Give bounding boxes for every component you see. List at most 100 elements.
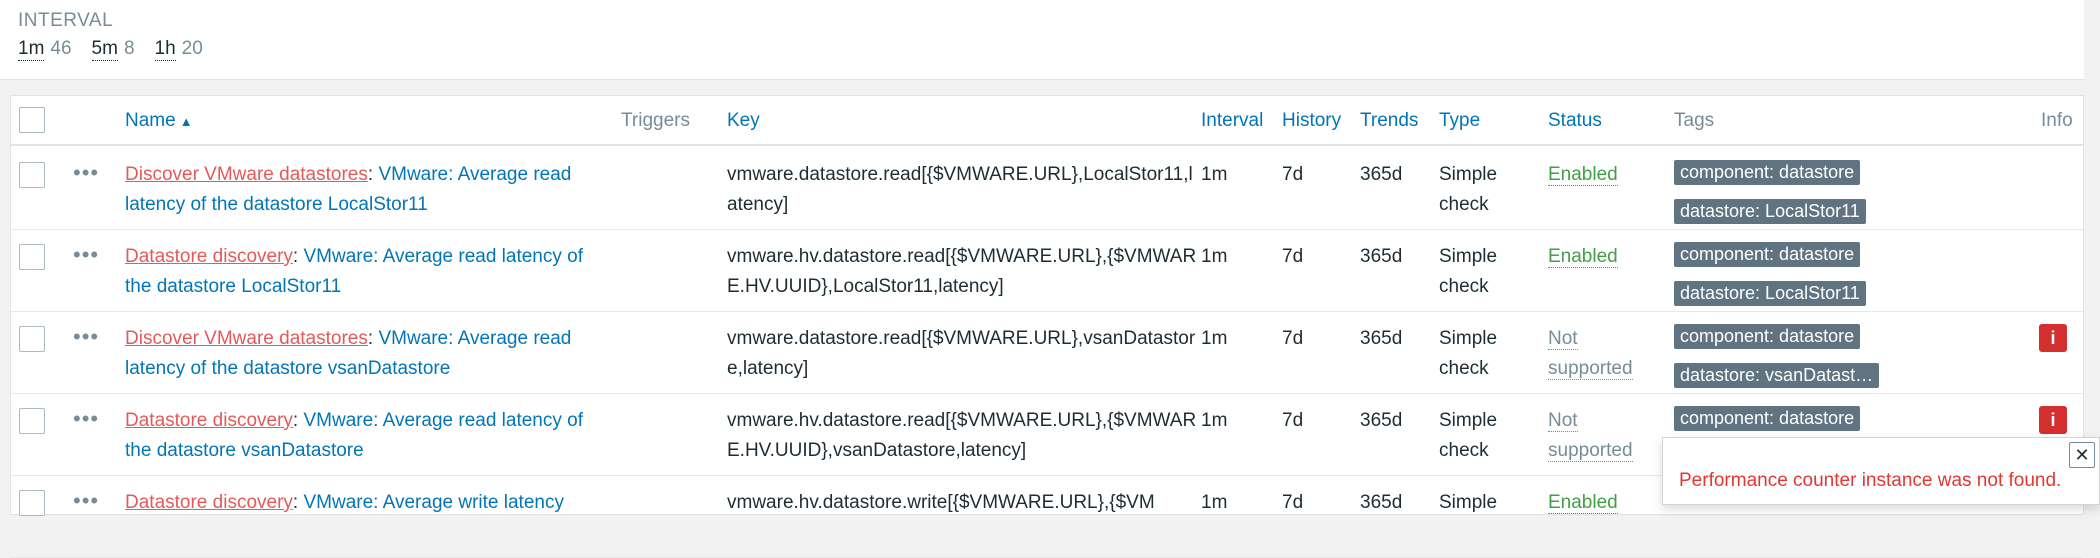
- interval-filter-count: 8: [123, 38, 135, 59]
- item-trends: 365d: [1360, 328, 1403, 349]
- column-header-info: Info: [2041, 110, 2073, 131]
- item-interval: 1m: [1201, 246, 1228, 267]
- interval-filter-link[interactable]: 1m: [18, 38, 45, 61]
- status-toggle-link[interactable]: Not supported: [1548, 410, 1633, 462]
- error-hint-message: Performance counter instance was not fou…: [1679, 470, 2062, 491]
- item-interval: 1m: [1201, 492, 1228, 513]
- row-checkbox[interactable]: [19, 244, 45, 270]
- row-checkbox[interactable]: [19, 408, 45, 434]
- row-actions-menu-icon[interactable]: •••: [73, 160, 100, 185]
- item-name-link[interactable]: VMware: Average read latency of the data…: [125, 164, 572, 215]
- item-key: vmware.datastore.read[{$VMWARE.URL},vsan…: [727, 328, 1196, 379]
- item-type: Simple: [1439, 492, 1498, 513]
- interval-filter-link[interactable]: 5m: [91, 38, 118, 61]
- tag-badge[interactable]: component: datastore: [1674, 324, 1861, 349]
- table-row: ••• Discover VMware datastores: VMware: …: [11, 148, 2083, 230]
- item-status: Enabled: [1548, 488, 1648, 518]
- item-interval: 1m: [1201, 410, 1228, 431]
- item-name-link[interactable]: VMware: Average write latency: [303, 492, 564, 513]
- status-toggle-link[interactable]: Enabled: [1548, 164, 1618, 186]
- tag-badge[interactable]: component: datastore: [1674, 160, 1861, 185]
- item-history: 7d: [1282, 492, 1304, 513]
- close-icon[interactable]: ✕: [2069, 442, 2095, 468]
- discovery-rule-link[interactable]: Discover VMware datastores: [125, 164, 368, 185]
- item-key: vmware.hv.datastore.write[{$VMWARE.URL},…: [727, 492, 1155, 513]
- item-trends: 365d: [1360, 164, 1403, 185]
- column-header-triggers: Triggers: [621, 110, 690, 131]
- column-header-history[interactable]: History: [1282, 110, 1342, 131]
- interval-filter-link[interactable]: 1h: [154, 38, 176, 61]
- item-history: 7d: [1282, 410, 1304, 431]
- status-toggle-link[interactable]: Enabled: [1548, 246, 1618, 268]
- status-toggle-link[interactable]: Enabled: [1548, 492, 1618, 514]
- interval-filter-title: INTERVAL: [18, 10, 114, 31]
- item-key: vmware.hv.datastore.read[{$VMWARE.URL},{…: [727, 410, 1197, 461]
- item-tags: component: datastore datastore: LocalSto…: [1674, 160, 1914, 238]
- tag-badge[interactable]: datastore: LocalStor11: [1674, 199, 1866, 224]
- column-header-name[interactable]: Name▲: [125, 110, 193, 132]
- discovery-rule-link[interactable]: Datastore discovery: [125, 246, 293, 267]
- item-trends: 365d: [1360, 246, 1403, 267]
- column-header-key[interactable]: Key: [727, 110, 760, 131]
- row-checkbox[interactable]: [19, 490, 45, 516]
- status-toggle-link[interactable]: Not supported: [1548, 328, 1633, 380]
- item-trends: 365d: [1360, 492, 1403, 513]
- item-interval: 1m: [1201, 164, 1228, 185]
- error-info-icon[interactable]: i: [2039, 406, 2067, 434]
- item-status: Not supported: [1548, 406, 1648, 466]
- item-tags: component: datastore datastore: vsanData…: [1674, 324, 1914, 402]
- item-history: 7d: [1282, 328, 1304, 349]
- select-all-checkbox[interactable]: [19, 107, 45, 133]
- item-type: Simple check: [1439, 164, 1498, 215]
- column-header-type[interactable]: Type: [1439, 110, 1481, 131]
- item-name-cell: Discover VMware datastores: VMware: Aver…: [125, 328, 572, 379]
- item-name-cell: Datastore discovery: VMware: Average rea…: [125, 410, 583, 461]
- interval-filter-1m: 1m 46: [18, 38, 72, 61]
- row-actions-menu-icon[interactable]: •••: [73, 488, 100, 513]
- tag-badge[interactable]: datastore: vsanDatast…: [1674, 363, 1880, 388]
- item-name-link[interactable]: VMware: Average read latency of the data…: [125, 246, 583, 297]
- item-tags: component: datastore datastore: LocalSto…: [1674, 242, 1914, 320]
- item-tags: component: datastore: [1674, 406, 1914, 445]
- item-name-link[interactable]: VMware: Average read latency of the data…: [125, 410, 583, 461]
- item-type: Simple check: [1439, 246, 1498, 297]
- row-checkbox[interactable]: [19, 162, 45, 188]
- table-header: Name▲ Triggers Key Interval History Tren…: [11, 96, 2083, 146]
- interval-filter-5m: 5m 8: [91, 38, 135, 61]
- item-status: Enabled: [1548, 160, 1648, 190]
- column-header-trends[interactable]: Trends: [1360, 110, 1419, 131]
- error-hint-popup: ✕ Performance counter instance was not f…: [1662, 437, 2100, 505]
- item-history: 7d: [1282, 246, 1304, 267]
- discovery-rule-link[interactable]: Datastore discovery: [125, 410, 293, 431]
- sort-ascending-icon: ▲: [179, 114, 193, 129]
- error-info-icon[interactable]: i: [2039, 324, 2067, 352]
- item-type: Simple check: [1439, 410, 1498, 461]
- column-header-name-label[interactable]: Name: [125, 110, 176, 131]
- column-header-status[interactable]: Status: [1548, 110, 1602, 131]
- row-actions-menu-icon[interactable]: •••: [73, 324, 100, 349]
- table-row: ••• Datastore discovery: VMware: Average…: [11, 394, 2083, 476]
- item-name-link[interactable]: VMware: Average read latency of the data…: [125, 328, 572, 379]
- row-actions-menu-icon[interactable]: •••: [73, 242, 100, 267]
- interval-filter-count: 46: [50, 38, 72, 59]
- column-header-tags: Tags: [1674, 110, 1715, 131]
- item-name-cell: Datastore discovery: VMware: Average rea…: [125, 246, 583, 297]
- tag-badge[interactable]: component: datastore: [1674, 242, 1861, 267]
- item-history: 7d: [1282, 164, 1304, 185]
- item-name-cell: Discover VMware datastores: VMware: Aver…: [125, 164, 572, 215]
- interval-filter-list: 1m 46 5m 8 1h 20: [18, 38, 203, 61]
- item-key: vmware.hv.datastore.read[{$VMWARE.URL},{…: [727, 246, 1197, 297]
- discovery-rule-link[interactable]: Datastore discovery: [125, 492, 293, 513]
- row-checkbox[interactable]: [19, 326, 45, 352]
- item-interval: 1m: [1201, 328, 1228, 349]
- item-type: Simple check: [1439, 328, 1498, 379]
- tag-badge[interactable]: component: datastore: [1674, 406, 1861, 431]
- tag-badge[interactable]: datastore: LocalStor11: [1674, 281, 1866, 306]
- item-key: vmware.datastore.read[{$VMWARE.URL},Loca…: [727, 164, 1193, 215]
- item-trends: 365d: [1360, 410, 1403, 431]
- interval-filter-count: 20: [181, 38, 203, 59]
- row-actions-menu-icon[interactable]: •••: [73, 406, 100, 431]
- filter-panel: INTERVAL 1m 46 5m 8 1h 20: [0, 0, 2084, 80]
- discovery-rule-link[interactable]: Discover VMware datastores: [125, 328, 368, 349]
- column-header-interval[interactable]: Interval: [1201, 110, 1264, 131]
